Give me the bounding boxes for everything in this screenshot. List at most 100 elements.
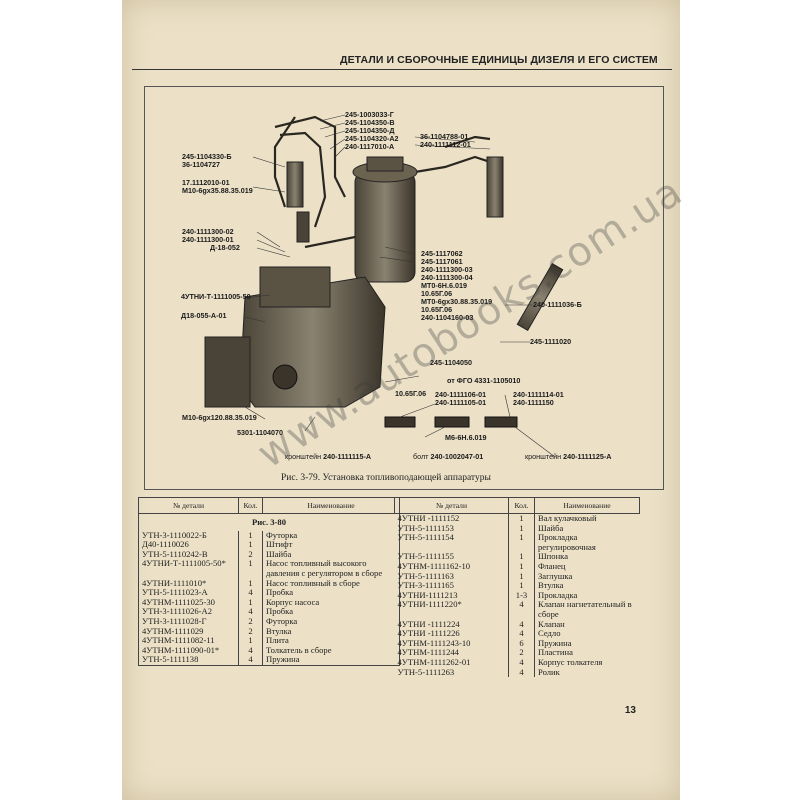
part-number-cell: 4УТНИ -1111152 [397,513,460,523]
column-header-qty: Кол. [508,497,535,514]
part-name-cell: Фланец [538,560,566,571]
part-number-cell: 4УТНМ-1111090-01* [142,644,220,655]
part-name-cell: Седло [538,628,561,639]
part-number-cell: 4УТНМ-1111244 [397,647,459,658]
part-number-cell: Д40-1110026 [142,539,189,550]
part-name-cell: Пластина [538,647,573,658]
running-header: ДЕТАЛИ И СБОРОЧНЫЕ ЕДИНИЦЫ ДИЗЕЛЯ И ЕГО … [340,54,658,66]
part-name-cell: Клапан [538,618,565,629]
figure-caption: Рис. 3-79. Установка топливоподающей апп… [281,473,491,483]
part-number-cell: 4УТНИ -1111224 [397,618,460,629]
part-number-cell: 4УТНИ-Т-1111005-50* [142,558,226,569]
quantity-cell: 1 [238,597,263,608]
callout-label: М6-6Н.6.019 [445,433,487,442]
callout-label: 245-1104350-Д [345,126,395,135]
callout-label: 245-1104350-В [345,118,395,127]
quantity-cell: 1 [508,571,535,582]
part-name-cell: Толкатель в сборе [266,644,332,655]
quantity-cell: 4 [238,588,263,598]
part-name-cell: Шпонка [538,551,569,562]
quantity-cell: 1 [238,530,263,541]
part-name-cell: Насос топливный высокого давления с регу… [266,558,383,578]
callout-label: 245-1104330-Б [182,152,232,161]
part-number-cell: УТН-3-1110022-Б [142,529,207,540]
callout-label: 240-1111112-01 [420,140,471,149]
quantity-cell: 4 [508,629,535,639]
part-number-cell: 4УТНМ-1111243-10 [397,637,471,648]
page-number: 13 [624,705,636,716]
part-name-cell: Пробка [266,606,294,617]
fuel-system-drawing [204,114,564,458]
callout-label: 240-1111150 [513,398,554,407]
quantity-cell: 4 [508,667,535,678]
quantity-cell: 1 [508,581,535,591]
table-header-row: № детали Кол. Наименование [138,497,400,514]
callout-label: 5301-1104070 [237,428,283,437]
quantity-cell: 4 [508,657,535,668]
quantity-cell: 4 [238,607,263,617]
part-name-cell: Шайба [266,548,292,559]
column-header-part: № детали [138,497,239,514]
quantity-cell: 2 [238,549,263,560]
bolt-callout: болт 240-1002047-01 [413,452,483,462]
quantity-cell: 1 [238,578,263,589]
callout-label: 240-1111106-01 [435,390,487,399]
part-number-cell: 4УТНМ-1111029 [142,625,204,636]
parts-table-left: № детали Кол. Наименование Рис. 3-80 УТН… [138,497,400,666]
bracket-callout: кронштейн 240-1111115-А [285,452,371,462]
callout-label: 245-1117062 [421,249,463,258]
callout-label: 240-1111300-04 [421,273,473,282]
part-name-cell: Втулка [538,580,564,591]
part-name-cell: Футорка [266,615,298,626]
callout-label: 36-1104727 [182,160,220,169]
quantity-cell: 1 [238,636,263,646]
callout-label: 240-1111300-03 [421,265,473,274]
column-header-name: Наименование [534,497,640,514]
part-number-cell: 4УТНМ-1111082-11 [142,635,215,646]
part-number-cell: УТН-3-1111028-Г [142,615,207,626]
quantity-cell: 6 [508,638,535,649]
quantity-cell: 4 [238,654,263,666]
callout-label: от ФГО 4331-1105010 [447,376,521,385]
part-name-cell: Пружина [538,637,572,648]
callout-label: М10-6gх35.88.35.019 [182,186,253,195]
part-number-cell: УТН-5-1111023-А [142,587,208,598]
column-header-qty: Кол. [238,497,263,514]
parts-table-right: № детали Кол. Наименование 4УТНИ -111115… [394,497,640,678]
quantity-cell: 1 [238,559,263,579]
part-name-cell: Клапан нагнетательный в сборе [538,599,632,619]
callout-label: 240-1117010-А [345,142,395,151]
callout-label: 240-1111036-Б [533,300,582,309]
bracket-prefix: кронштейн [285,452,322,461]
bracket-callout: кронштейн 240-1111125-А [525,452,611,462]
part-number-cell: 4УТНИ-1111213 [397,589,458,600]
part-name-cell: Корпус толкателя [538,656,603,667]
part-name-cell: Прокладка [538,589,578,600]
part-name-cell: Корпус насоса [266,596,320,607]
callout-label: 240-1104160-03 [421,313,474,322]
bracket-prefix: кронштейн [525,452,562,461]
column-header-part: № детали [394,497,509,514]
quantity-cell: 1 [508,532,535,553]
quantity-cell: 4 [508,599,535,620]
callout-label: 245-1117061 [421,257,463,266]
part-name-cell: Ролик [538,666,560,677]
quantity-cell: 2 [238,616,263,627]
callout-label: 4УТНИ-Т-1111005-50 [181,292,251,301]
callout-label: Д-18-052 [210,243,240,252]
table-header-row: № детали Кол. Наименование [394,497,640,514]
